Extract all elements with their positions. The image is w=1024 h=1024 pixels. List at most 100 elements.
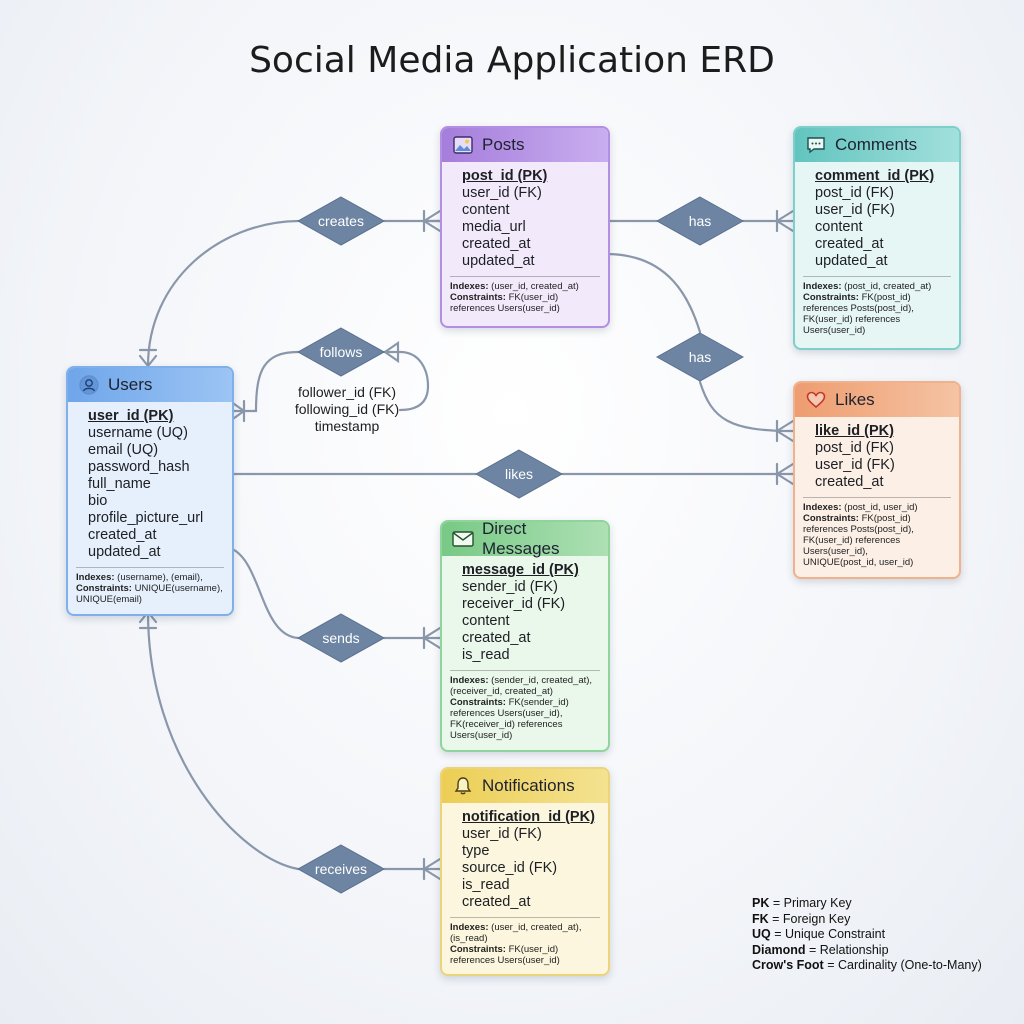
- diamond-shape: [297, 327, 385, 377]
- field: created_at: [462, 630, 531, 646]
- diamond-shape: [297, 613, 385, 663]
- primary-key-field: user_id (PK): [88, 408, 174, 424]
- legend-item: PK = Primary Key: [752, 896, 982, 912]
- relationship-follows[interactable]: follows: [297, 327, 385, 377]
- crowsfoot-comments-has: [775, 209, 795, 233]
- field: source_id (FK): [462, 860, 558, 876]
- meta-value: references Users(user_id): [450, 955, 560, 966]
- legend-value: = Cardinality (One-to-Many): [823, 958, 982, 972]
- legend-item: FK = Foreign Key: [752, 912, 982, 928]
- field: created_at: [462, 894, 531, 910]
- meta-value: references Users(user_id),: [450, 708, 563, 719]
- meta-value: UNIQUE(email): [76, 594, 142, 605]
- meta-value: FK(user_id): [505, 944, 559, 955]
- field: user_id (FK): [815, 202, 895, 218]
- relationship-has-comments[interactable]: has: [656, 196, 744, 246]
- legend-key: Crow's Foot: [752, 958, 824, 972]
- field-list: notification_id (PK) user_id (FK) type s…: [442, 803, 608, 911]
- field: content: [462, 202, 510, 218]
- field: created_at: [88, 527, 157, 543]
- field: bio: [88, 493, 108, 509]
- meta-value: references Users(user_id): [450, 303, 560, 314]
- line-follows-return: [382, 350, 430, 412]
- meta-value: FK(user_id) references: [803, 535, 901, 546]
- legend-key: PK: [752, 896, 770, 910]
- entity-header: Notifications: [442, 769, 608, 803]
- entity-likes[interactable]: Likes like_id (PK) post_id (FK) user_id …: [793, 381, 961, 579]
- field: is_read: [462, 877, 510, 893]
- relationship-has-likes[interactable]: has: [656, 332, 744, 382]
- entity-users[interactable]: Users user_id (PK) username (UQ) email (…: [66, 366, 234, 616]
- legend-key: FK: [752, 911, 769, 926]
- entity-title: Direct Messages: [482, 520, 560, 558]
- entity-title: Posts: [482, 135, 525, 154]
- meta-value: FK(user_id): [505, 292, 559, 303]
- field: created_at: [815, 236, 884, 252]
- field: email (UQ): [88, 442, 159, 458]
- meta-value: (user_id, created_at),: [488, 922, 582, 933]
- entity-title: Notifications: [482, 776, 575, 795]
- diamond-shape: [656, 196, 744, 246]
- relationship-creates[interactable]: creates: [297, 196, 385, 246]
- comment-icon: [805, 134, 827, 156]
- bell-icon: [452, 775, 474, 797]
- field: full_name: [88, 476, 151, 492]
- entity-meta: Indexes: (post_id, created_at) Constrain…: [803, 276, 951, 336]
- entity-comments[interactable]: Comments comment_id (PK) post_id (FK) us…: [793, 126, 961, 350]
- field-list: comment_id (PK) post_id (FK) user_id (FK…: [795, 162, 959, 270]
- arrow-follows: [383, 340, 400, 364]
- field-list: post_id (PK) user_id (FK) content media_…: [442, 162, 608, 270]
- entity-header: Likes: [795, 383, 959, 417]
- entity-header: Users: [68, 368, 232, 402]
- crowsfoot-likes-has: [775, 419, 795, 443]
- follows-attributes: follower_id (FK) following_id (FK) times…: [262, 384, 432, 435]
- entity-meta: Indexes: (username), (email), Constraint…: [76, 567, 224, 605]
- relationship-likes[interactable]: likes: [475, 449, 563, 499]
- meta-key: Indexes:: [76, 572, 115, 583]
- meta-key: Constraints:: [450, 944, 506, 955]
- field: user_id (FK): [462, 826, 542, 842]
- entity-meta: Indexes: (sender_id, created_at), (recei…: [450, 670, 600, 741]
- relationship-sends[interactable]: sends: [297, 613, 385, 663]
- entity-header: Posts: [442, 128, 608, 162]
- field: user_id (FK): [815, 457, 895, 473]
- field: updated_at: [88, 544, 161, 560]
- field: created_at: [462, 236, 531, 252]
- entity-posts[interactable]: Posts post_id (PK) user_id (FK) content …: [440, 126, 610, 328]
- legend-value: = Unique Constraint: [770, 927, 886, 941]
- primary-key-field: comment_id (PK): [815, 168, 935, 184]
- meta-value: UNIQUE(username),: [131, 583, 223, 594]
- relationship-label: follows: [319, 344, 363, 360]
- meta-key: Constraints:: [803, 513, 859, 524]
- entity-direct-messages[interactable]: Direct Messages message_id (PK) sender_i…: [440, 520, 610, 752]
- meta-value: Users(user_id): [803, 325, 866, 336]
- legend-item: Crow's Foot = Cardinality (One-to-Many): [752, 958, 982, 974]
- primary-key-field: post_id (PK): [462, 168, 548, 184]
- field: profile_picture_url: [88, 510, 204, 526]
- meta-value: (receiver_id, created_at): [450, 686, 553, 697]
- field: receiver_id (FK): [462, 596, 566, 612]
- line-has-likes: [698, 380, 795, 433]
- crowsfoot-likes-likes: [775, 462, 795, 486]
- field: media_url: [462, 219, 526, 235]
- crowsfoot-messages-sends: [422, 626, 442, 650]
- relationship-label: creates: [318, 213, 364, 229]
- meta-key: Constraints:: [450, 697, 506, 708]
- meta-value: Users(user_id): [450, 730, 513, 741]
- meta-value: references Posts(post_id),: [803, 303, 914, 314]
- field: updated_at: [462, 253, 535, 269]
- entity-header: Direct Messages: [442, 520, 608, 558]
- line-posts-has-likes: [604, 252, 702, 334]
- field-list: user_id (PK) username (UQ) email (UQ) pa…: [68, 402, 232, 561]
- line-users-sends: [228, 546, 300, 640]
- relationship-receives[interactable]: receives: [297, 844, 385, 894]
- field: username (UQ): [88, 425, 188, 441]
- field-list: message_id (PK) sender_id (FK) receiver_…: [442, 556, 608, 664]
- entity-header: Comments: [795, 128, 959, 162]
- primary-key-field: notification_id (PK): [462, 809, 595, 825]
- meta-value: (sender_id, created_at),: [488, 675, 593, 686]
- line-users-receives: [146, 610, 300, 871]
- field-list: like_id (PK) post_id (FK) user_id (FK) c…: [795, 417, 959, 491]
- entity-notifications[interactable]: Notifications notification_id (PK) user_…: [440, 767, 610, 976]
- meta-value: FK(receiver_id) references: [450, 719, 563, 730]
